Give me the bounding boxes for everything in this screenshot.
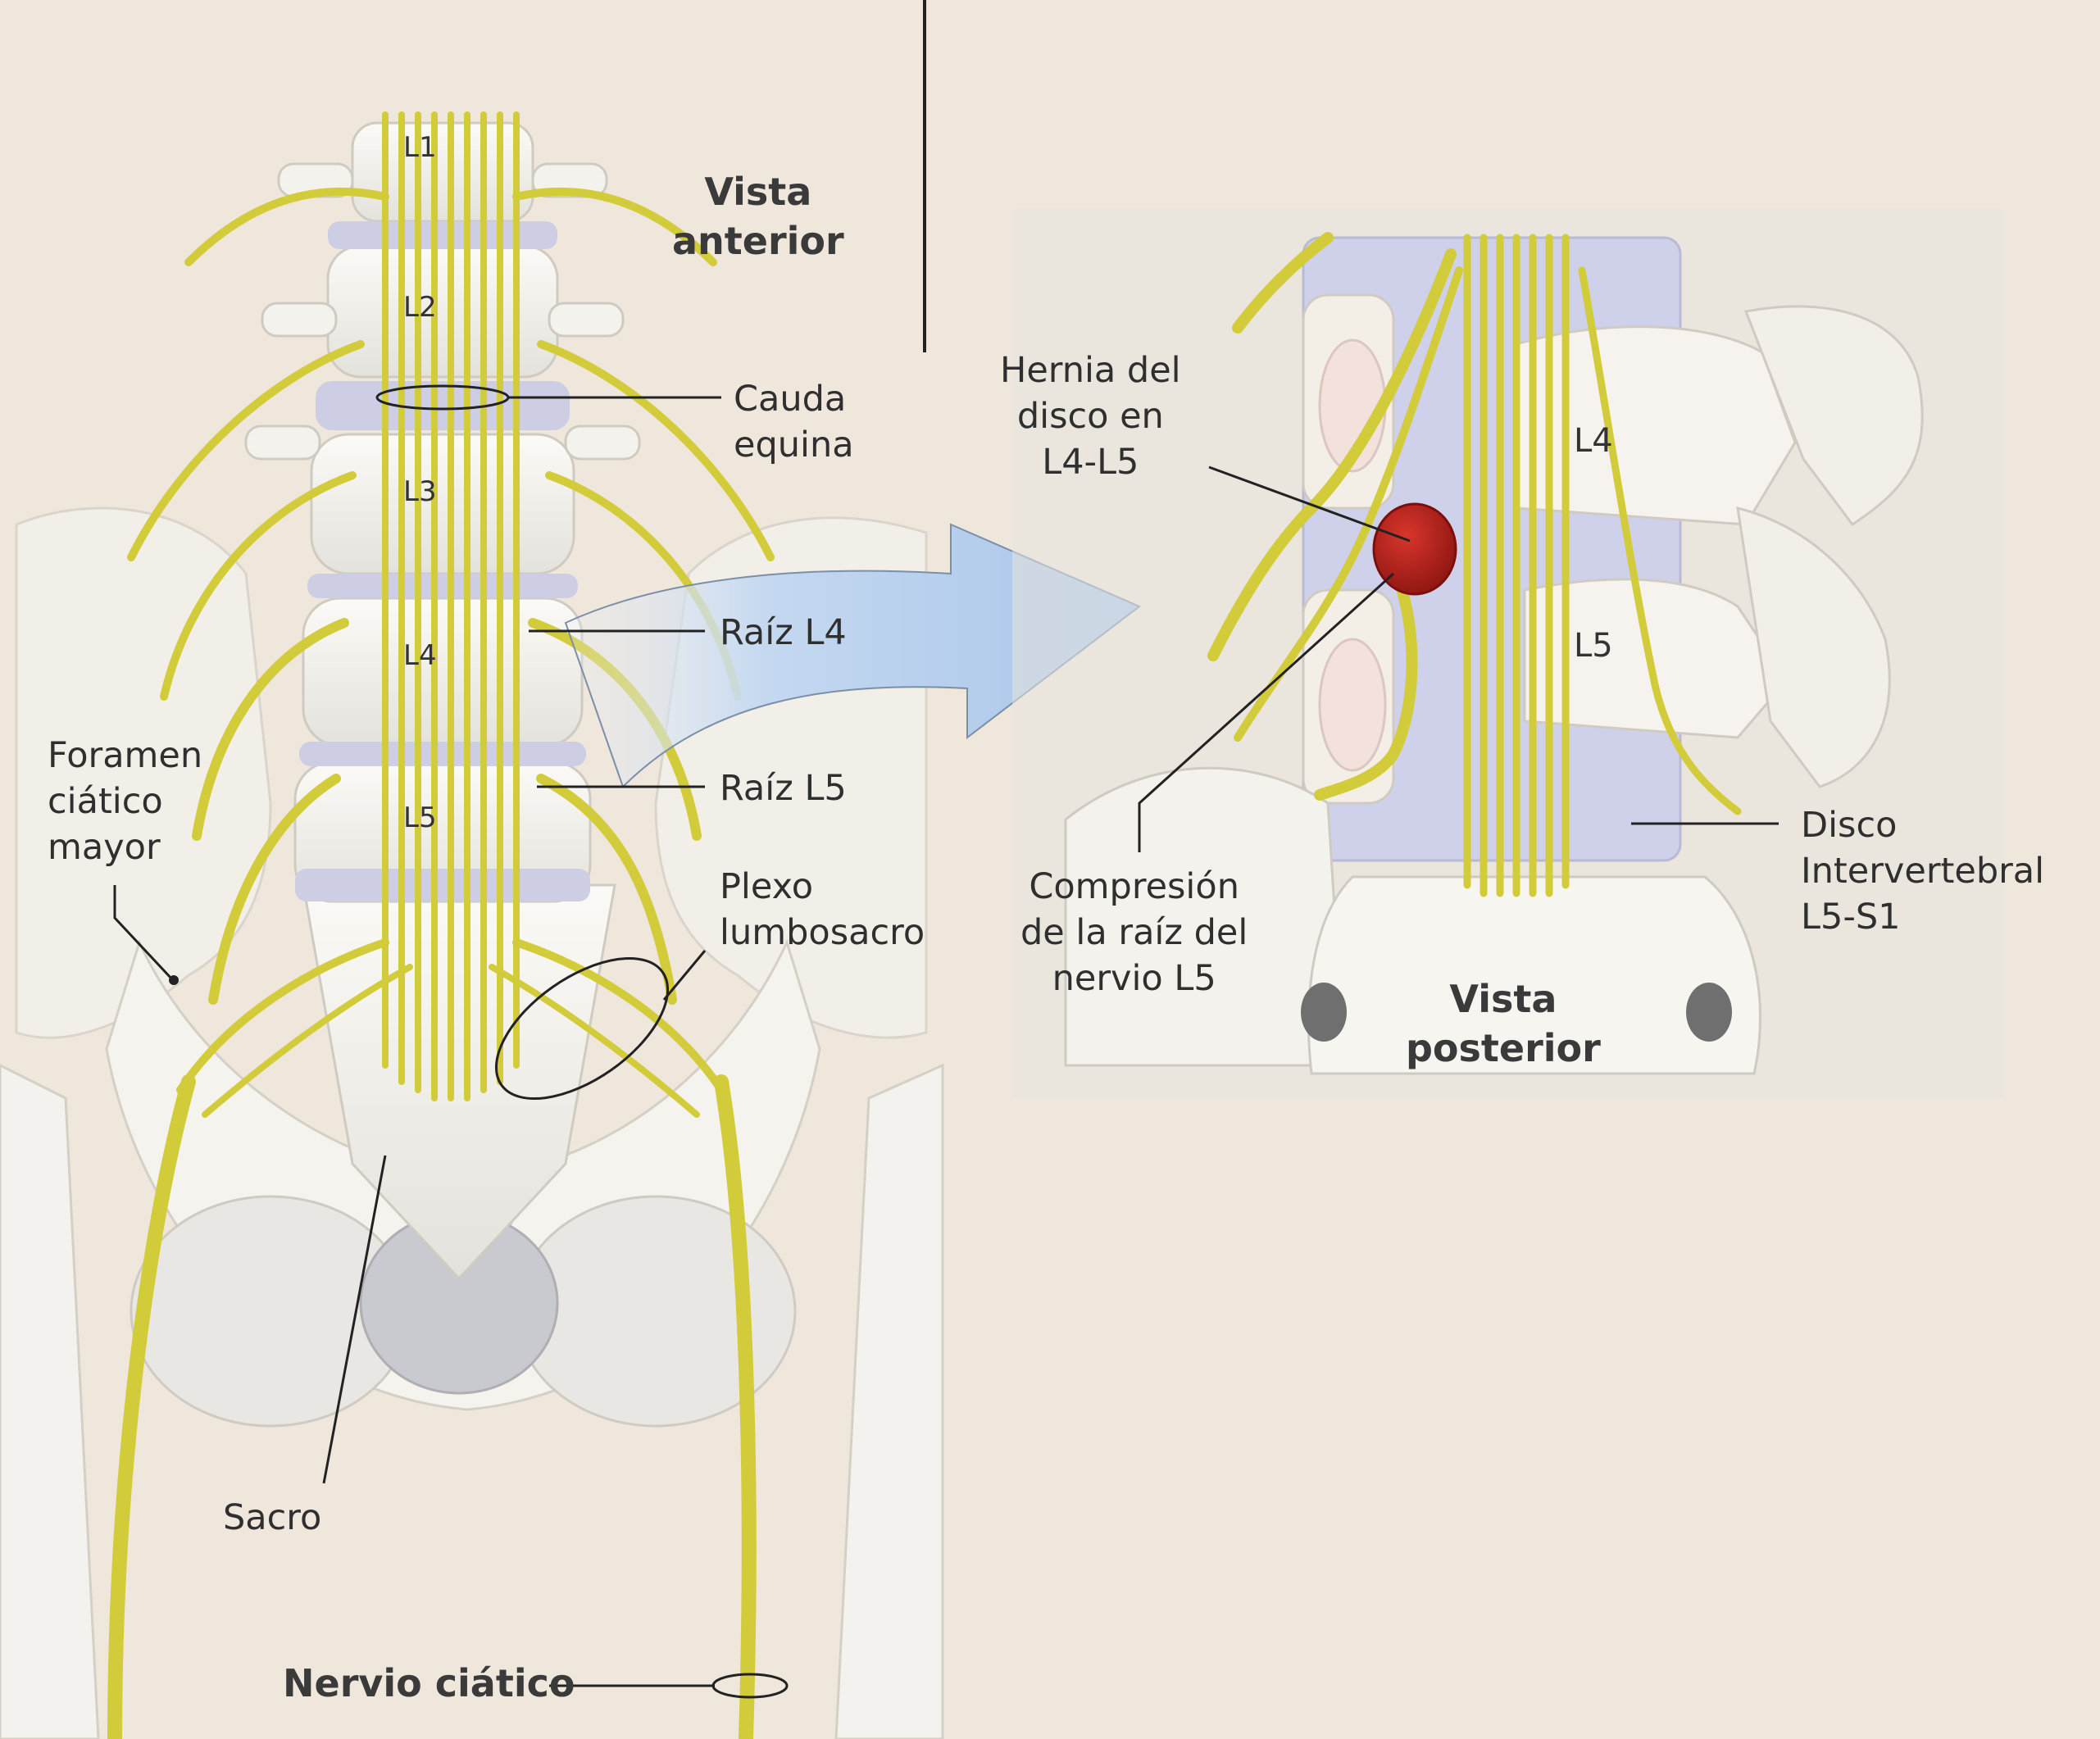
label-plexo: Plexo lumbosacro <box>720 866 925 953</box>
herniated-disc <box>1372 502 1457 596</box>
posterior-vertebra-label-l5: L5 <box>1574 627 1613 665</box>
anterior-leader-lines <box>113 396 721 1687</box>
posterior-view-title: Vista posterior <box>1406 977 1601 1070</box>
vertebra-label-l5: L5 <box>403 801 437 834</box>
vertebra-label-l3: L3 <box>403 475 437 508</box>
label-sacro: Sacro <box>223 1497 322 1538</box>
label-hernia: Hernia del disco en L4-L5 <box>1000 350 1181 483</box>
plexo-marker <box>494 956 670 1101</box>
posterior-nerves <box>1207 232 1742 897</box>
vertebra-label-l2: L2 <box>403 291 437 324</box>
label-compresion: Compresión de la raíz del nervio L5 <box>1020 866 1248 999</box>
label-cauda-equina: Cauda equina <box>734 379 854 465</box>
vertebra-label-l4: L4 <box>403 639 437 672</box>
posterior-leader-lines <box>1138 465 1779 852</box>
anterior-view-panel <box>0 0 1141 1739</box>
label-foramen: Foramen ciático mayor <box>48 735 203 868</box>
label-raiz-l4: Raíz L4 <box>720 612 847 653</box>
label-raiz-l5: Raíz L5 <box>720 768 847 809</box>
vertebra-label-l1: L1 <box>403 131 437 164</box>
label-disco: Disco Intervertebral L5-S1 <box>1801 805 2045 938</box>
pelvis-bone <box>0 506 944 1739</box>
anterior-view-title: Vista anterior <box>672 170 844 263</box>
posterior-view-panel <box>1012 209 2004 1098</box>
label-nervio-ciatico: Nervio ciático <box>283 1661 575 1705</box>
posterior-vertebra-label-l4: L4 <box>1574 422 1613 460</box>
